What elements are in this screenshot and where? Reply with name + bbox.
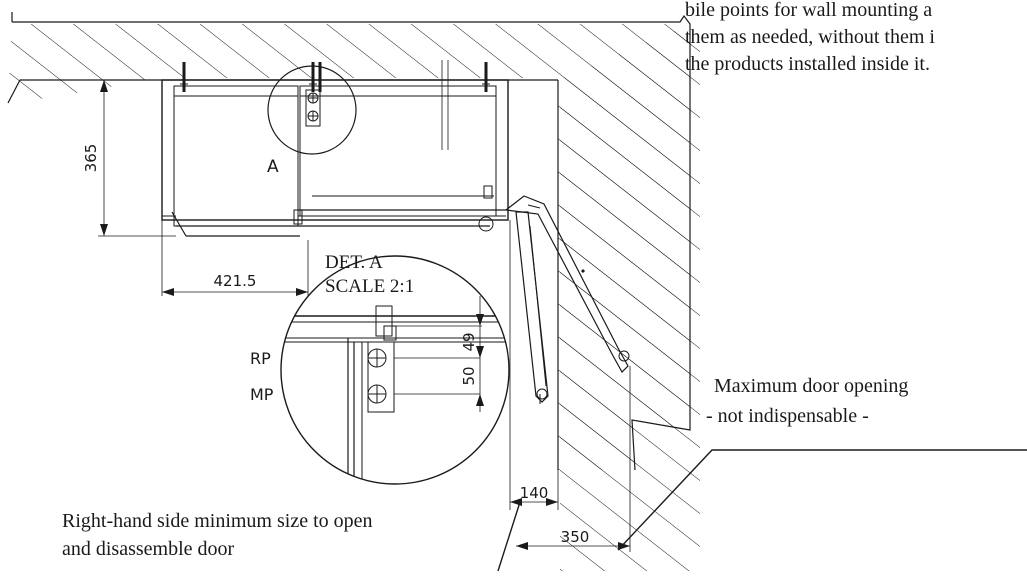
leader-line-max-door xyxy=(617,449,1027,551)
dimension-width-value: 421.5 xyxy=(214,272,257,290)
callout-min-size-line2: and disassemble door xyxy=(62,538,235,560)
callout-max-door-line1: Maximum door opening xyxy=(714,375,908,397)
cabinet-body xyxy=(161,60,509,237)
detail-marker-label: A xyxy=(267,157,279,177)
detail-title: DET. A xyxy=(325,252,383,273)
dimension-height: 365 xyxy=(82,79,176,237)
dimension-right-side-value: 140 xyxy=(520,484,549,502)
door-linkage xyxy=(504,195,630,404)
dimension-rp-spacing: 49 xyxy=(460,332,478,351)
dimension-width: 421.5 xyxy=(161,220,309,296)
detail-a-enlarged-view: 49 50 xyxy=(280,255,510,485)
right-wall-hatched-section xyxy=(558,24,690,470)
note-line-2: them as needed, without them i xyxy=(685,26,935,48)
dimension-mp-spacing: 50 xyxy=(460,366,478,385)
callout-min-size-line1: Right-hand side minimum size to open xyxy=(62,510,373,532)
dimension-door-opening: 350 xyxy=(516,366,631,552)
dimension-door-opening-value: 350 xyxy=(561,528,590,546)
leader-line-min-size xyxy=(497,501,521,572)
detail-scale: SCALE 2:1 xyxy=(325,276,414,297)
note-line-1: bile points for wall mounting a xyxy=(685,0,932,21)
label-rp: RP xyxy=(250,349,271,368)
dimension-right-side: 140 xyxy=(509,220,559,510)
label-mp: MP xyxy=(250,385,274,404)
ceiling-top-outline xyxy=(11,12,691,471)
dimension-height-value: 365 xyxy=(82,144,100,173)
callout-max-door-line2: - not indispensable - xyxy=(706,405,869,427)
detail-a-marker-circle xyxy=(267,65,357,155)
note-line-3: the products installed inside it. xyxy=(685,53,930,75)
